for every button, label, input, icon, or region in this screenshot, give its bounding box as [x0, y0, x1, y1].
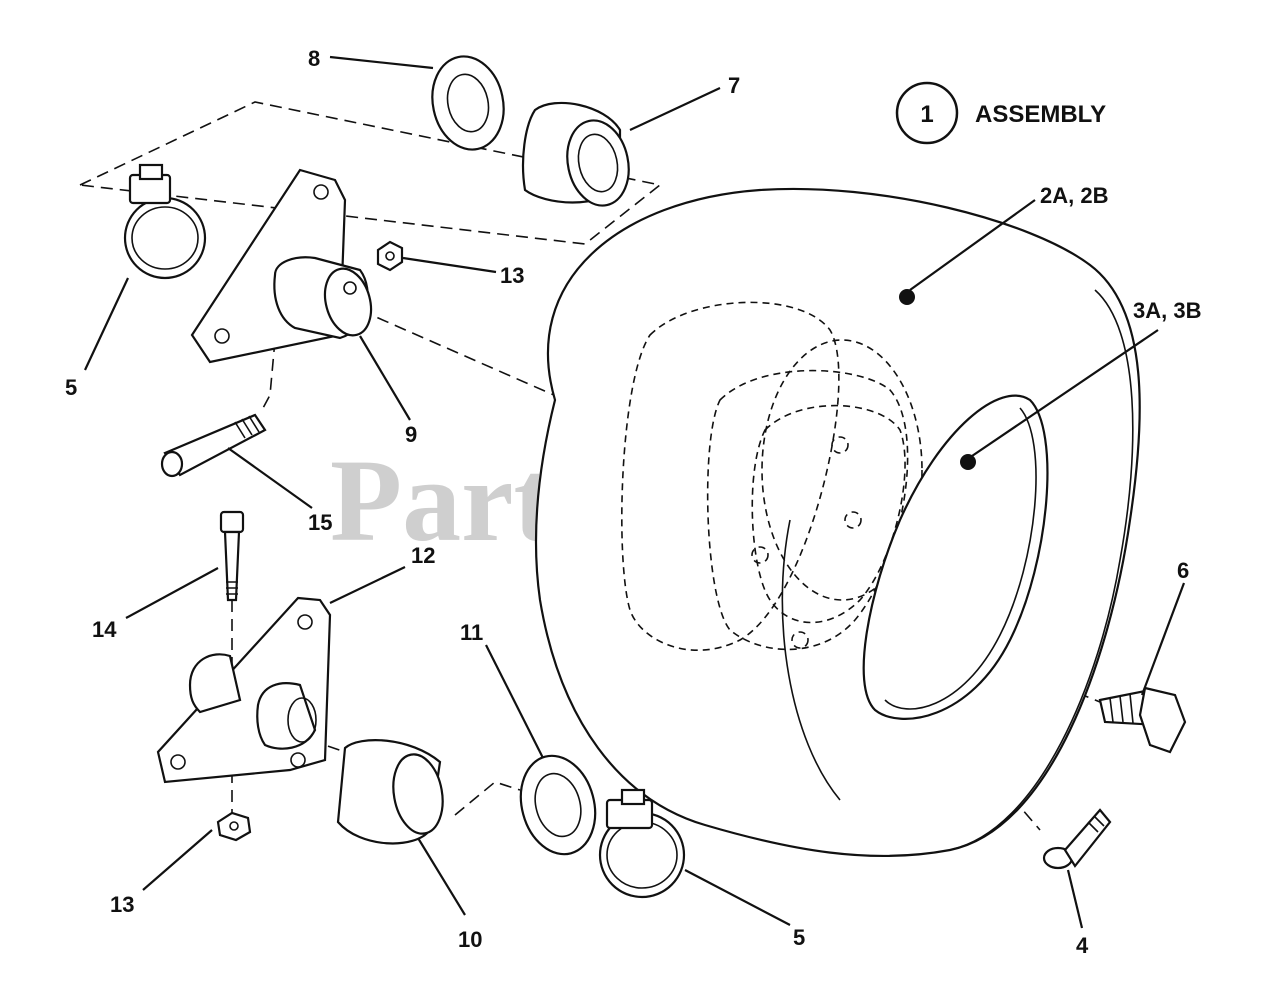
- valve-stem-4: [1042, 808, 1112, 870]
- callout-dot-tire: [899, 289, 915, 305]
- bearing-cup-7: [521, 101, 630, 207]
- callout-9: 9: [405, 422, 417, 447]
- callout-4: 4: [1076, 933, 1089, 958]
- assembly-number: 1: [920, 101, 933, 128]
- nut-13-top: [376, 240, 404, 272]
- callout-12: 12: [411, 543, 435, 568]
- callout-15: 15: [308, 510, 332, 535]
- callout-2a-2b: 2A, 2B: [1040, 183, 1108, 208]
- callout-3a-3b: 3A, 3B: [1133, 298, 1201, 323]
- callout-5-bottom: 5: [793, 925, 805, 950]
- bearing-11: [519, 754, 597, 856]
- bracket-9: [190, 168, 373, 364]
- callout-7: 7: [728, 73, 740, 98]
- rim-hidden-lines: [621, 301, 923, 651]
- bolt-6: [1098, 686, 1187, 754]
- hose-clamp-5-bottom: [598, 788, 686, 899]
- callout-13-bottom: 13: [110, 892, 134, 917]
- leader-lines: [84, 55, 1186, 929]
- nut-13-bottom: [216, 811, 252, 842]
- callout-10: 10: [458, 927, 482, 952]
- tire: [534, 187, 1141, 858]
- callout-5-top: 5: [65, 375, 77, 400]
- bracket-12: [156, 596, 332, 784]
- callout-11: 11: [460, 620, 483, 645]
- bolt-15: [160, 413, 267, 478]
- sleeve-10: [336, 739, 444, 845]
- callout-8: 8: [308, 46, 320, 71]
- callout-13-top: 13: [500, 263, 524, 288]
- callout-6: 6: [1177, 558, 1189, 583]
- callout-dot-rim: [960, 454, 976, 470]
- bearing-8: [431, 55, 505, 151]
- bolt-14: [219, 510, 245, 602]
- rim: [862, 394, 1049, 720]
- assembly-circle: [895, 81, 959, 145]
- assembly-label: ASSEMBLY: [975, 101, 1106, 128]
- callout-14: 14: [92, 617, 117, 642]
- hose-clamp-5-top: [123, 163, 207, 280]
